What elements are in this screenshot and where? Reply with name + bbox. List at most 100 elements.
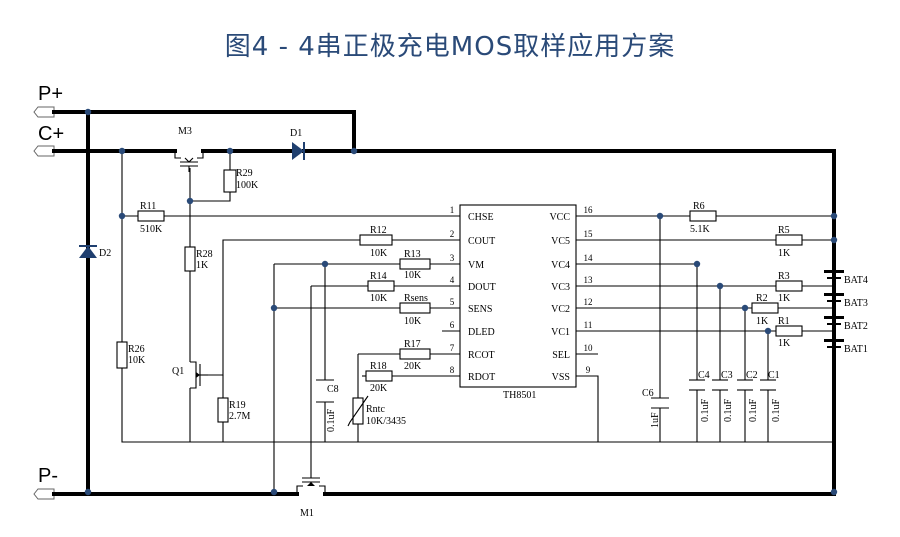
ic-pin-name: VCC [549,212,570,223]
p-plus-label: P+ [38,83,63,105]
ic-pin-name: DLED [468,327,495,338]
ic-pin-name: SEL [552,350,570,361]
ic-pin-number: 14 [584,253,594,263]
r11-value: 510K [140,224,163,235]
thermistor-rntc [347,395,369,427]
ic-pin-number: 13 [584,275,594,285]
r29-label: R29 [236,168,253,179]
capacitor-c4 [689,379,705,391]
diagram-title: 图4 - 4串正极充电MOS取样应用方案 [224,32,676,62]
resistor-r29 [223,169,237,193]
r19-label: R19 [229,400,246,411]
ic-pin-name: RCOT [468,350,495,361]
resistor-r14 [367,280,395,292]
r12-value: 10K [370,248,388,259]
r14-value: 10K [370,293,388,304]
resistor-r11 [137,210,165,222]
m3-label: M3 [178,126,192,137]
m1-label: M1 [300,508,314,519]
ic-pin-name: VC4 [551,260,570,271]
ic-pin-number: 16 [584,205,594,215]
c4-value: 0.1uF [700,399,711,423]
r18-value: 20K [370,383,388,394]
r11-label: R11 [140,201,156,212]
transistor-q1 [190,361,208,389]
capacitor-c1 [760,379,776,391]
ic-pin-name: COUT [468,236,495,247]
capacitor-c6 [651,397,669,409]
ic-pin-number: 1 [450,205,455,215]
junction-dots [84,108,838,496]
c8-value: 0.1uF [326,409,337,433]
d1-label: D1 [290,128,302,139]
r3-label: R3 [778,271,790,282]
ic-pin-number: 3 [450,253,455,263]
r17-value: 20K [404,361,422,372]
power-wiring [52,110,836,496]
r5-label: R5 [778,225,790,236]
resistor-r13 [399,258,431,270]
resistor-r17 [399,348,431,360]
r3-value: 1K [778,293,791,304]
rail-p-plus-connector [33,106,55,118]
ic-pin-number: 10 [584,343,594,353]
resistor-r18 [365,370,393,382]
ic-pin-name: VC3 [551,282,570,293]
rsens-label: Rsens [404,293,428,304]
r6-value: 5.1K [690,224,711,235]
bat2-label: BAT2 [844,321,868,332]
ic-pin-number: 6 [450,320,455,330]
resistor-rsens [399,302,431,314]
c1-label: C1 [768,370,780,381]
ic-pins: 1CHSE2COUT3VM4DOUT5SENS6DLED7RCOT8RDOT16… [450,205,593,383]
c2-label: C2 [746,370,758,381]
ic-pin-name: RDOT [468,372,495,383]
ic-pin-name: DOUT [468,282,496,293]
c8-label: C8 [327,384,339,395]
c3-label: C3 [721,370,733,381]
r1-value: 1K [778,338,791,349]
ic-pin-number: 7 [450,343,455,353]
resistor-r3 [775,280,803,292]
rntc-value: 10K/3435 [366,416,406,427]
capacitor-c3 [712,379,728,391]
mosfet-m1 [296,477,326,494]
p-minus-label: P- [38,465,58,487]
ic-pin-name: CHSE [468,212,494,223]
d2-label: D2 [99,248,111,259]
resistor-r6 [689,210,717,222]
ic-pin-name: VC1 [551,327,570,338]
ic-pin-number: 8 [450,365,455,375]
r12-label: R12 [370,225,387,236]
mosfet-m3 [174,151,204,172]
ic-pin-name: SENS [468,304,492,315]
bat1-label: BAT1 [844,344,868,355]
r2-label: R2 [756,293,768,304]
resistor-r26 [116,341,128,369]
rntc-label: Rntc [366,404,385,415]
ic-pin-number: 11 [584,320,593,330]
r13-label: R13 [404,249,421,260]
bat4-label: BAT4 [844,275,868,286]
c-plus-label: C+ [38,123,64,145]
bat3-label: BAT3 [844,298,868,309]
r1-label: R1 [778,316,790,327]
diode-d2 [79,245,97,258]
ic-pin-number: 5 [450,297,455,307]
resistor-r19 [217,397,229,423]
c1-value: 0.1uF [771,399,782,423]
r2-value: 1K [756,316,769,327]
ic-pin-name: VSS [552,372,570,383]
c2-value: 0.1uF [748,399,759,423]
r26-label: R26 [128,344,145,355]
ic-pin-number: 2 [450,229,455,239]
ic-name: TH8501 [503,390,536,401]
c6-label: C6 [642,388,654,399]
ic-pin-number: 15 [584,229,594,239]
r28-value: 1K [196,260,209,271]
ic-pin-name: VC5 [551,236,570,247]
rail-p-minus-connector [33,488,55,500]
c6-value: 1uF [650,412,661,428]
r13-value: 10K [404,270,422,281]
